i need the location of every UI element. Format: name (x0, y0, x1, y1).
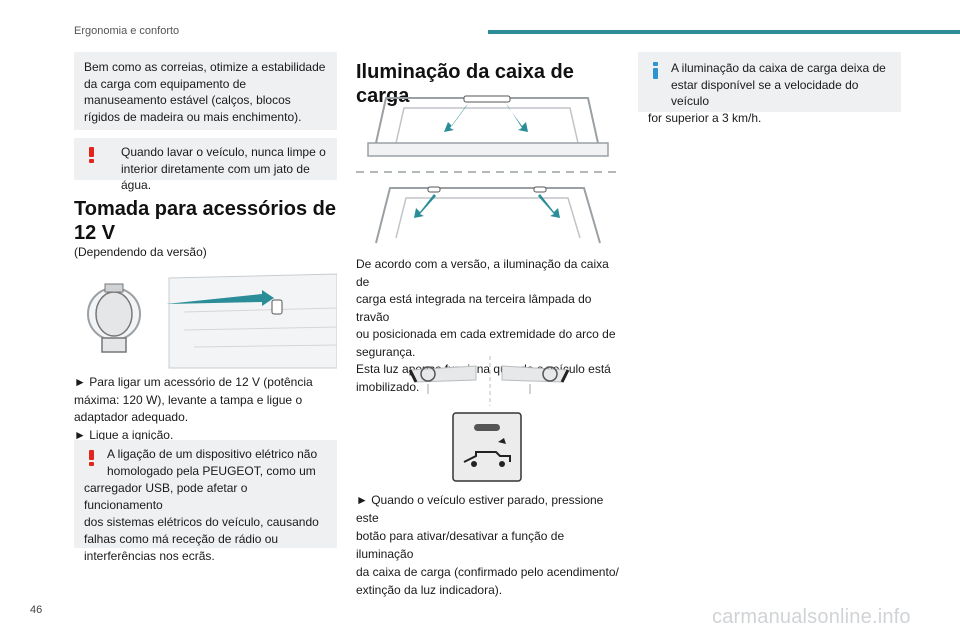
load-stability-box: Bem como as correias, otimize a estabili… (74, 52, 337, 130)
header-section-title: Ergonomia e conforto (74, 25, 180, 37)
cargo-lighting-heading: Iluminação da caixa de carga (356, 61, 574, 107)
washing-warning-text: Quando lavar o veículo, nunca limpe o in… (121, 145, 326, 192)
usb-warning-box: A ligação de um dispositivo elétrico não… (74, 440, 337, 563)
page-number: 46 (30, 604, 43, 616)
step-connect-accessory: ► Para ligar um acessório de 12 V (potên… (74, 375, 313, 442)
load-stability-text: Bem como as correias, otimize a estabili… (84, 60, 326, 124)
button-instruction: ► Quando o veículo estiver parado, press… (356, 493, 619, 597)
header-accent-bar (488, 30, 960, 34)
socket-illustration (74, 272, 337, 372)
cargo-light-button-icon (452, 412, 522, 482)
version-note: (Dependendo da versão) (74, 245, 207, 259)
accessory-socket-heading: Tomada para acessórios de 12 V (74, 198, 336, 244)
cargo-lighting-illustration (356, 95, 620, 244)
cargo-lighting-description: De acordo com a versão, a iluminação da … (356, 257, 616, 394)
warning-icon (89, 450, 94, 466)
dashboard-button-location-illustration (408, 356, 570, 406)
washing-warning-box: Quando lavar o veículo, nunca limpe o in… (74, 138, 337, 192)
info-icon (653, 62, 658, 79)
warning-icon (89, 147, 94, 163)
site-watermark: carmanualsonline.info (712, 606, 911, 628)
speed-info-box: A iluminação da caixa de carga deixa de … (638, 52, 901, 125)
